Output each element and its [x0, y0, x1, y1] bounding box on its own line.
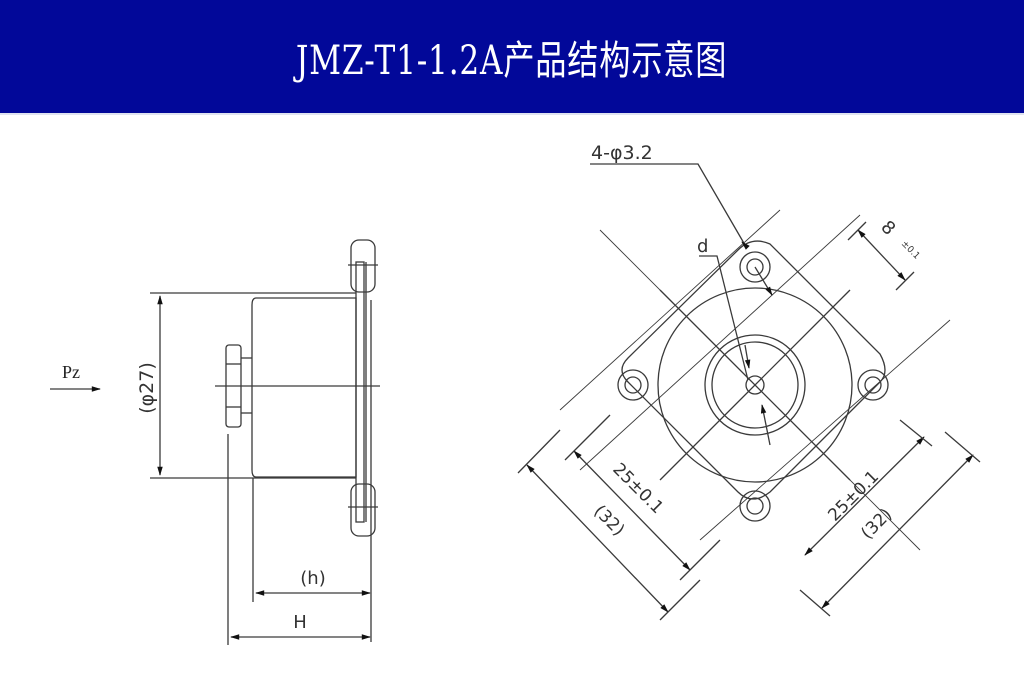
flange-outline — [621, 240, 886, 500]
force-label: Pz — [62, 362, 80, 382]
top-view — [517, 163, 981, 621]
mounting-hole-top — [739, 251, 771, 283]
flange-width-dimension — [857, 229, 906, 281]
hole-callout-label: 4-φ3.2 — [591, 142, 653, 164]
mounting-ear-bottom — [350, 483, 376, 537]
mounting-hole-right — [857, 369, 889, 401]
inner-height-label: (h) — [300, 568, 325, 589]
hole-spacing-left-label: 25±0.1 — [608, 459, 667, 518]
outer-circle — [657, 287, 853, 483]
middle-circle — [704, 334, 806, 436]
mounting-hole-left — [617, 369, 649, 401]
outer-size-right-dimension — [821, 454, 974, 609]
mounting-hole-bottom — [739, 490, 771, 522]
page-title: JMZ-T1-1.2A产品结构示意图 — [296, 37, 728, 84]
outer-size-left-dimension — [526, 464, 669, 613]
outer-size-left-label: (32) — [589, 501, 628, 540]
flange-width-tolerance: ±0.1 — [899, 239, 922, 262]
banner-divider — [0, 113, 1024, 115]
diameter-label: (φ27) — [136, 362, 158, 414]
total-height-label: H — [293, 612, 307, 633]
housing-body — [251, 297, 357, 478]
side-view — [50, 239, 380, 645]
outer-size-right-label: (32) — [857, 505, 896, 544]
flange-width-label: 8 — [876, 217, 899, 240]
thread-label: d — [697, 236, 708, 257]
mounting-ear-top — [350, 239, 376, 293]
center-hole — [745, 375, 765, 395]
title-banner: JMZ-T1-1.2A产品结构示意图 — [0, 0, 1024, 113]
